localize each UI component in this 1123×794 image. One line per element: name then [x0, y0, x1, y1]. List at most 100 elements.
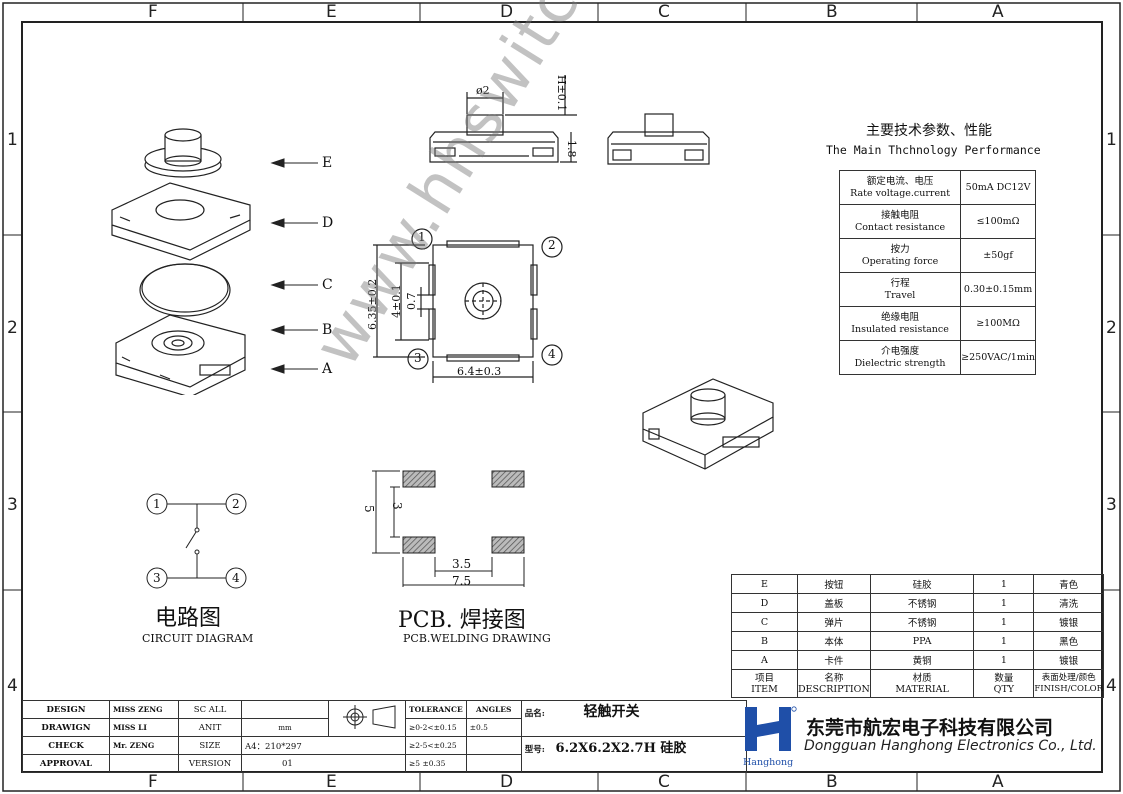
version-label: VERSION [178, 754, 242, 773]
bom-qty: 1 [973, 612, 1035, 632]
bom-qty: 1 [973, 574, 1035, 594]
projection-symbol [328, 700, 406, 737]
pcb-welding-drawing [372, 470, 525, 587]
bom-desc: 卡件 [796, 650, 871, 670]
scale-value [241, 700, 329, 719]
zone-letter-bottom-c: C [658, 772, 670, 792]
dim-diameter: ø2 [476, 84, 490, 97]
scale-label: SC ALL [178, 700, 242, 719]
bom-item: D [731, 593, 798, 613]
bom-item: A [731, 650, 798, 670]
spec-key-cn: 额定电流、电压 [866, 175, 934, 187]
design-label: DESIGN [22, 700, 110, 719]
pin-label-4: 4 [548, 347, 556, 361]
tolerance-3: ≥5 ±0.35 [405, 754, 467, 773]
spec-key-cn: 行程 [890, 277, 910, 289]
part-label-c: C [322, 277, 333, 293]
title-block: DESIGN MISS ZENG SC ALL TOLERANCE ANGLES… [22, 700, 747, 773]
pcb-title-cn: PCB. 焊接图 [398, 608, 526, 633]
drawing-label: DRAWIGN [22, 718, 110, 737]
check-label: CHECK [22, 736, 110, 755]
side-view [607, 113, 710, 165]
dim-width: 6.4±0.3 [457, 365, 502, 378]
pin-label-2: 2 [548, 238, 556, 252]
spec-key-cn: 接触电阻 [881, 209, 920, 221]
pin-label-3: 3 [414, 351, 422, 365]
circuit-title-en: CIRCUIT DIAGRAM [142, 632, 254, 645]
bom-finish: 黑色 [1033, 631, 1104, 651]
spec-value: ≥250VAC/1min [960, 340, 1036, 375]
tolerance-label: TOLERANCE [405, 700, 467, 719]
angle-value: ±0.5 [465, 718, 522, 737]
projection-icon [343, 705, 396, 729]
zone-number-right-4: 4 [1106, 676, 1117, 696]
spec-key-en: Travel [884, 289, 916, 301]
zone-number-right-2: 2 [1106, 318, 1117, 338]
circuit-pin-1: 1 [153, 497, 161, 511]
spec-key-cn: 按力 [890, 243, 910, 255]
pcb-dim-7-5: 7.5 [452, 574, 472, 588]
zone-letter-top-b: B [826, 2, 838, 22]
spec-key-en: Contact resistance [854, 221, 946, 233]
spec-value: ≥100MΩ [960, 306, 1036, 341]
circuit-pin-4: 4 [232, 571, 240, 585]
spec-value: 50mA DC12V [960, 170, 1036, 205]
isometric-view [642, 378, 774, 470]
product-label: 品名: [524, 709, 545, 719]
zone-letter-top-f: F [148, 2, 158, 22]
zone-number-right-3: 3 [1106, 495, 1117, 515]
exploded-view-arrows [270, 158, 318, 374]
footprint-view [373, 228, 563, 383]
design-name: MISS ZENG [109, 700, 179, 719]
bom-qty: 1 [973, 650, 1035, 670]
tolerance-1: ≥0-2<±0.15 [405, 718, 467, 737]
company-logo: Hanghong [743, 703, 798, 768]
spec-title-cn: 主要技术参数、性能 [866, 123, 992, 139]
bom-item: B [731, 631, 798, 651]
bom-qty: 1 [973, 631, 1035, 651]
pcb-dim-3: 3 [390, 502, 404, 510]
bom-item: C [731, 612, 798, 632]
approval-name [109, 754, 179, 773]
zone-letter-top-a: A [992, 2, 1004, 22]
part-label-d: D [322, 215, 334, 231]
zone-number-left-2: 2 [7, 318, 18, 338]
circuit-pin-3: 3 [153, 571, 161, 585]
size-value: A4：210*297 [241, 736, 406, 755]
bom-material: 黄铜 [869, 650, 975, 670]
bom-desc: 按钮 [796, 574, 871, 594]
part-label-a: A [322, 361, 333, 377]
bom-finish: 镀银 [1033, 612, 1104, 632]
bom-qty: 1 [973, 593, 1035, 613]
product-cell: 品名: 轻触开关 [520, 700, 747, 737]
zone-letter-bottom-a: A [992, 772, 1004, 792]
size-label: SIZE [178, 736, 242, 755]
unit-label: ANIT [178, 718, 242, 737]
version-value: 01 [241, 754, 406, 773]
spec-value: ±50gf [960, 238, 1036, 273]
model-cell: 型号: 6.2X6.2X2.7H 硅胶 [520, 736, 747, 773]
bom-desc: 弹片 [796, 612, 871, 632]
zone-number-right-1: 1 [1106, 130, 1117, 150]
circuit-diagram [146, 493, 247, 589]
zone-number-left-3: 3 [7, 495, 18, 515]
exploded-view [111, 128, 251, 395]
zone-number-left-1: 1 [7, 130, 18, 150]
spec-key-cn: 介电强度 [881, 345, 920, 357]
zone-letter-bottom-d: D [500, 772, 514, 792]
drawing-name: MISS LI [109, 718, 179, 737]
bom-finish: 镀银 [1033, 650, 1104, 670]
